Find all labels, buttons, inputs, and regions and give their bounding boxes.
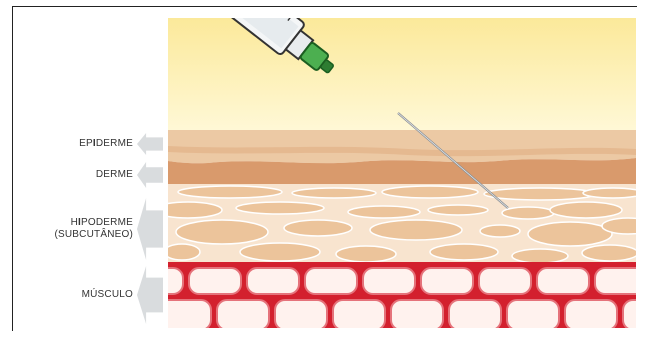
label-hipoderme: HIPODERME(SUBCUTÂNEO) — [54, 198, 163, 260]
label-arrow-icon — [137, 133, 163, 155]
skin-cross-section — [168, 18, 636, 328]
muscle-cell — [333, 300, 385, 328]
muscle-cell — [168, 268, 183, 294]
muscle-cell — [565, 300, 617, 328]
label-derme: DERME — [96, 162, 163, 188]
epidermis-layer — [168, 130, 636, 163]
muscle-cell — [391, 300, 443, 328]
muscle-cell — [623, 300, 636, 328]
label-epiderme-text: EPIDERME — [79, 138, 133, 150]
muscle-cell — [189, 268, 241, 294]
hypodermis-layer — [168, 184, 636, 268]
layer-labels: EPIDERME DERME HIPODERME(SUBCUTÂNEO) MÚS… — [0, 0, 175, 338]
muscle-cell — [507, 300, 559, 328]
muscle-cell — [363, 268, 415, 294]
label-epiderme: EPIDERME — [79, 133, 163, 155]
muscle-cell — [449, 300, 501, 328]
label-musculo-text: MÚSCULO — [82, 289, 133, 301]
muscle-cell — [305, 268, 357, 294]
label-arrow-icon — [137, 266, 163, 324]
label-arrow-icon — [137, 162, 163, 188]
background-area — [168, 18, 636, 130]
muscle-cell — [537, 268, 589, 294]
muscle-cell — [247, 268, 299, 294]
muscle-cell — [595, 268, 636, 294]
muscle-cell — [168, 300, 211, 328]
muscle-cell — [479, 268, 531, 294]
label-arrow-icon — [137, 198, 163, 260]
muscle-cell — [275, 300, 327, 328]
label-hipoderme-text: HIPODERME(SUBCUTÂNEO) — [54, 217, 133, 241]
dermis-layer — [168, 146, 636, 186]
muscle-layer — [168, 262, 636, 328]
muscle-cell — [217, 300, 269, 328]
muscle-cell — [421, 268, 473, 294]
label-derme-text: DERME — [96, 169, 133, 181]
label-musculo: MÚSCULO — [82, 266, 163, 324]
